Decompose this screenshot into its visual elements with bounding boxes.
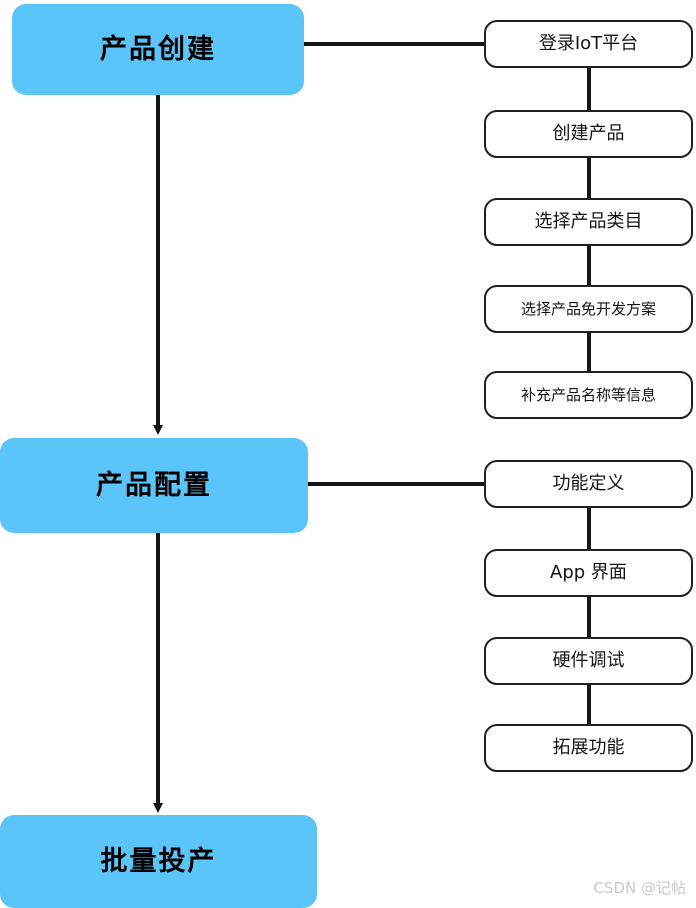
step-fill-product-name-info[interactable]: 补充产品名称等信息 xyxy=(484,371,693,419)
step-app-interface[interactable]: App 界面 xyxy=(484,549,693,597)
step-login-iot-platform[interactable]: 登录IoT平台 xyxy=(484,20,693,68)
step-extended-functions-label: 拓展功能 xyxy=(552,737,625,758)
stage-product-creation[interactable]: 产品创建 xyxy=(12,4,304,95)
step-select-no-code-solution[interactable]: 选择产品免开发方案 xyxy=(484,285,693,333)
step-select-product-category[interactable]: 选择产品类目 xyxy=(484,198,693,246)
stage-product-configuration[interactable]: 产品配置 xyxy=(0,438,308,533)
step-create-product-label: 创建产品 xyxy=(552,123,625,144)
step-create-product[interactable]: 创建产品 xyxy=(484,110,693,158)
step-fill-product-name-info-label: 补充产品名称等信息 xyxy=(520,385,656,404)
step-hardware-debugging[interactable]: 硬件调试 xyxy=(484,637,693,685)
step-function-definition[interactable]: 功能定义 xyxy=(484,460,693,508)
step-extended-functions[interactable]: 拓展功能 xyxy=(484,724,693,772)
step-login-iot-platform-label: 登录IoT平台 xyxy=(538,33,639,54)
step-hardware-debugging-label: 硬件调试 xyxy=(552,650,625,671)
stage-product-creation-label: 产品创建 xyxy=(100,34,216,65)
watermark: CSDN @记帖 xyxy=(593,879,686,897)
step-select-no-code-solution-label: 选择产品免开发方案 xyxy=(520,299,656,318)
step-function-definition-label: 功能定义 xyxy=(552,473,625,494)
step-select-product-category-label: 选择产品类目 xyxy=(534,211,643,232)
stage-mass-production-label: 批量投产 xyxy=(100,846,217,877)
stage-product-configuration-label: 产品配置 xyxy=(96,470,212,501)
stage-mass-production[interactable]: 批量投产 xyxy=(0,815,317,908)
step-app-interface-label: App 界面 xyxy=(550,562,627,583)
